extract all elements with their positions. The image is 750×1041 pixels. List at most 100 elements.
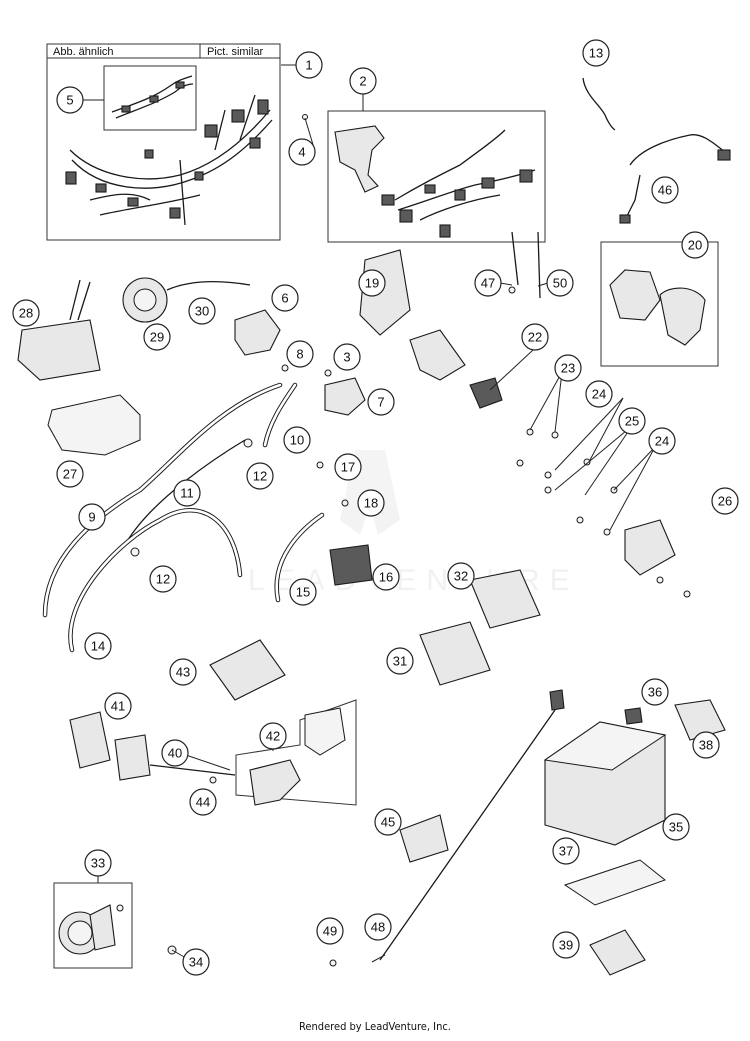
svg-text:6: 6 — [281, 291, 288, 306]
relay-box-42 — [235, 699, 357, 806]
pad-37 — [563, 859, 667, 906]
watermark-logo: LEADVENTURE — [248, 450, 570, 597]
svg-text:47: 47 — [481, 276, 495, 291]
cable-9 — [42, 382, 283, 618]
callout-36: 36 — [641, 678, 669, 706]
svg-text:2: 2 — [359, 74, 366, 89]
harness-box-2 — [327, 110, 546, 243]
svg-text:10: 10 — [290, 433, 304, 448]
svg-text:50: 50 — [553, 276, 567, 291]
sub-harness-5 — [111, 75, 194, 119]
sensor-29 — [122, 277, 251, 323]
svg-text:41: 41 — [111, 699, 125, 714]
svg-text:40: 40 — [168, 746, 182, 761]
svg-text:36: 36 — [648, 685, 662, 700]
callout-25: 25 — [618, 407, 646, 435]
callout-17: 17 — [334, 453, 362, 481]
svg-text:46: 46 — [658, 183, 672, 198]
callout-49: 49 — [316, 917, 344, 945]
bracket-27 — [47, 394, 141, 456]
callout-31: 31 — [386, 647, 414, 675]
callout-42: 42 — [259, 722, 287, 750]
callout-35: 35 — [662, 813, 690, 841]
part-38 — [674, 699, 726, 741]
svg-text:19: 19 — [365, 276, 379, 291]
callout-6: 6 — [271, 284, 299, 312]
callout-1: 1 — [295, 51, 323, 79]
svg-text:42: 42 — [266, 729, 280, 744]
switch-box-20 — [600, 241, 719, 367]
ecu-cover-32 — [469, 569, 541, 629]
ignition-wire-40 — [149, 764, 236, 776]
svg-text:28: 28 — [19, 306, 33, 321]
svg-text:5: 5 — [66, 93, 73, 108]
svg-text:12: 12 — [253, 469, 267, 484]
relay-16 — [329, 544, 373, 586]
callout-24-lower: 24 — [648, 427, 676, 455]
callout-26: 26 — [711, 487, 739, 515]
callout-43: 43 — [169, 658, 197, 686]
callout-8: 8 — [286, 340, 314, 368]
pict-similar-label-de: Abb. ähnlich — [53, 46, 114, 58]
part-41 — [69, 711, 111, 769]
callout-18: 18 — [357, 489, 385, 517]
callout-16: 16 — [372, 563, 400, 591]
battery-35 — [543, 721, 667, 846]
svg-text:15: 15 — [296, 585, 310, 600]
main-harness-box: Abb. ähnlich Pict. similar — [46, 43, 281, 241]
callout-45: 45 — [374, 808, 402, 836]
callout-20: 20 — [681, 231, 709, 259]
callout-13: 13 — [582, 39, 610, 67]
sensor-wire-13 — [582, 77, 616, 131]
svg-text:43: 43 — [176, 665, 190, 680]
callout-10: 10 — [283, 426, 311, 454]
svg-text:45: 45 — [381, 815, 395, 830]
fasteners — [116, 114, 691, 967]
regulator-39 — [589, 929, 646, 976]
callout-12-lower: 12 — [149, 565, 177, 593]
part-22-left — [409, 329, 466, 381]
callout-30: 30 — [188, 297, 216, 325]
svg-text:24: 24 — [655, 434, 669, 449]
svg-text:11: 11 — [180, 486, 194, 501]
callout-15: 15 — [289, 578, 317, 606]
svg-text:30: 30 — [195, 304, 209, 319]
ignition-40 — [114, 734, 151, 781]
cable-10 — [262, 382, 298, 448]
callout-7: 7 — [367, 388, 395, 416]
part-45 — [399, 814, 449, 863]
svg-text:44: 44 — [196, 795, 210, 810]
sensor-22 — [469, 377, 503, 409]
callout-2: 2 — [349, 67, 377, 95]
svg-text:4: 4 — [298, 145, 305, 160]
svg-text:17: 17 — [341, 460, 355, 475]
callout-11: 11 — [173, 479, 201, 507]
svg-text:13: 13 — [589, 46, 603, 61]
footer-credit: Rendered by LeadVenture, Inc. — [299, 1020, 451, 1033]
svg-text:20: 20 — [688, 238, 702, 253]
callout-5: 5 — [56, 86, 84, 114]
part-7 — [324, 377, 366, 416]
callout-4: 4 — [288, 138, 316, 166]
svg-text:16: 16 — [379, 570, 393, 585]
callout-27: 27 — [56, 460, 84, 488]
svg-text:18: 18 — [364, 496, 378, 511]
battery-cable-48 — [379, 709, 556, 961]
svg-text:9: 9 — [88, 510, 95, 525]
svg-text:33: 33 — [91, 856, 105, 871]
callout-29: 29 — [143, 323, 171, 351]
callout-46: 46 — [651, 176, 679, 204]
cable-terminal-48 — [549, 689, 565, 711]
callout-48: 48 — [364, 913, 392, 941]
ecu-31 — [419, 621, 491, 686]
callout-23: 23 — [554, 354, 582, 382]
callout-39: 39 — [552, 931, 580, 959]
cable-15 — [274, 512, 325, 603]
callout-33: 33 — [84, 849, 112, 877]
svg-text:35: 35 — [669, 820, 683, 835]
callout-22: 22 — [521, 323, 549, 351]
svg-text:3: 3 — [343, 350, 350, 365]
callout-28: 28 — [12, 299, 40, 327]
svg-text:1: 1 — [305, 58, 312, 73]
